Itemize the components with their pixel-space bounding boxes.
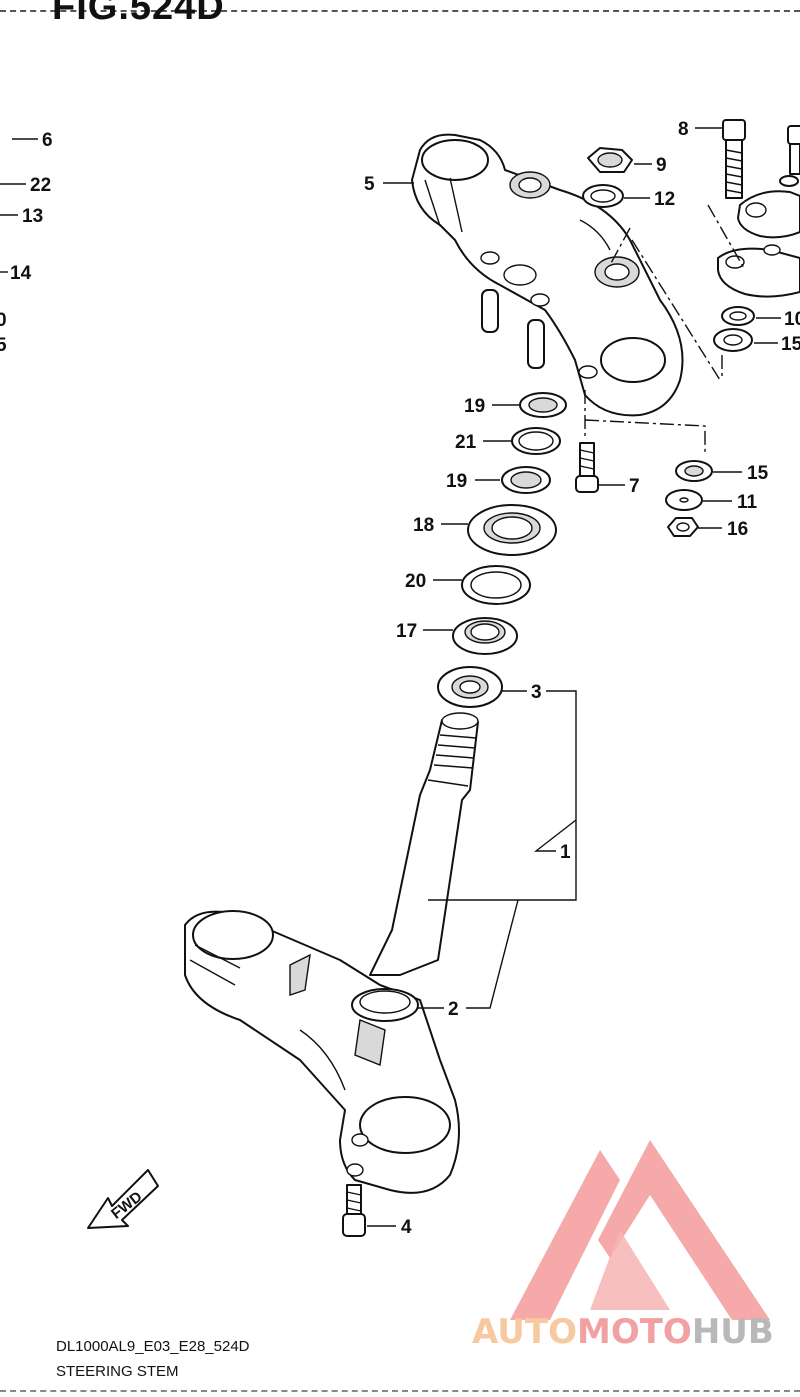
figure-title: FIG.524D	[52, 0, 225, 28]
callout-10: 10	[784, 309, 800, 330]
figure-code: DL1000AL9_E03_E28_524D	[56, 1338, 250, 1355]
callout-labels: 6 22 13 14 0 5 5 8 9 12 10 15 19 21 19 1…	[0, 119, 800, 1238]
nut-part-16	[667, 517, 699, 537]
lock-nut-part-19-upper	[519, 392, 567, 418]
callout-14: 14	[10, 263, 32, 284]
forward-direction-arrow: FWD	[87, 1169, 159, 1229]
callout-17: 17	[396, 621, 417, 642]
watermark-text-auto: AUTO	[472, 1312, 577, 1352]
dust-seal-part-18	[467, 504, 557, 556]
callout-22: 22	[30, 175, 51, 196]
callout-19-lower: 19	[446, 471, 467, 492]
callout-13: 13	[22, 206, 43, 227]
callout-15-left: 5	[0, 335, 7, 356]
handlebar-holder-lower	[717, 244, 800, 298]
callout-15-upper: 15	[781, 334, 800, 355]
steering-stem-part-1	[369, 712, 479, 976]
callout-4: 4	[401, 1217, 412, 1238]
lock-nut-part-19-lower	[501, 466, 551, 494]
callout-19-upper: 19	[464, 396, 485, 417]
callout-1: 1	[560, 842, 571, 863]
callout-15-lower: 15	[747, 463, 769, 484]
callout-21: 21	[455, 432, 477, 453]
watermark-text-hub: HUB	[691, 1312, 774, 1352]
callout-12: 12	[654, 189, 675, 210]
washer-part-10	[721, 306, 755, 326]
lower-bracket	[184, 910, 460, 1194]
top-border-rule	[0, 10, 800, 12]
watermark-text-moto: MOTO	[576, 1312, 692, 1352]
callout-7: 7	[629, 476, 640, 497]
callout-11: 11	[737, 492, 758, 513]
bolt-part-4	[342, 1184, 366, 1237]
watermark-text: AUTOMOTOHUB	[472, 1312, 774, 1352]
upper-bracket-part-5	[411, 133, 684, 417]
washer-right-edge	[779, 175, 799, 187]
handlebar-holder-upper	[737, 190, 800, 239]
bearing-race-part-20	[461, 565, 531, 605]
bolt-part-8	[722, 119, 746, 199]
callout-8: 8	[678, 119, 689, 140]
callout-20: 20	[405, 571, 426, 592]
callout-9: 9	[656, 155, 667, 176]
callout-2: 2	[448, 999, 459, 1020]
bolt-top-right	[787, 125, 800, 175]
washer-part-15-upper	[713, 328, 753, 352]
washer-part-15-lower	[675, 460, 713, 482]
callout-3: 3	[531, 682, 542, 703]
leader-lines	[0, 127, 781, 1227]
watermark-logo	[510, 1140, 770, 1320]
bottom-border-rule	[0, 1390, 800, 1392]
nut-part-9	[587, 147, 633, 173]
callout-6: 6	[42, 130, 53, 151]
callout-5: 5	[364, 174, 375, 195]
washer-part-11	[665, 489, 703, 511]
callout-10-left: 0	[0, 310, 7, 331]
washer-part-12	[582, 184, 624, 208]
bolt-part-7	[575, 442, 599, 493]
callout-16: 16	[727, 519, 748, 540]
bearing-part-17	[452, 617, 518, 655]
bearing-part-3	[437, 666, 503, 708]
callout-18: 18	[413, 515, 434, 536]
figure-caption: STEERING STEM	[56, 1363, 179, 1380]
washer-part-21	[511, 427, 561, 455]
